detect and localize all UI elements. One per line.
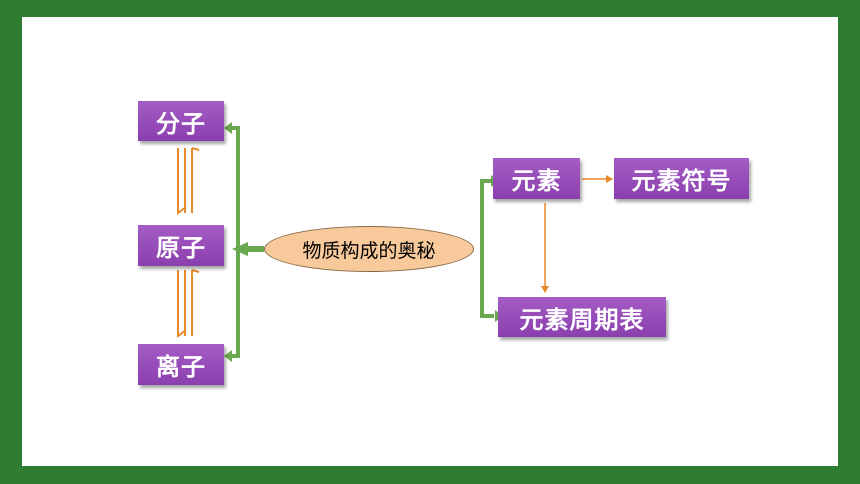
- node-element: 元素: [493, 158, 580, 199]
- center-to-atom-arrow: [232, 242, 264, 256]
- node-element-symbol: 元素符号: [614, 158, 749, 199]
- node-atom: 原子: [138, 225, 224, 266]
- right-bracket-line: [480, 179, 494, 318]
- node-periodic-table: 元素周期表: [498, 297, 666, 337]
- node-ion: 离子: [138, 344, 224, 385]
- center-node: 物质构成的奥秘: [264, 226, 474, 272]
- atom-ion-equilibrium: [177, 269, 200, 338]
- node-molecule: 分子: [138, 101, 224, 141]
- left-bracket-line: [229, 126, 240, 358]
- molecule-atom-equilibrium: [177, 147, 200, 215]
- bracket-arrowhead-molecule: [224, 122, 232, 134]
- bracket-arrowhead-ion: [224, 350, 232, 362]
